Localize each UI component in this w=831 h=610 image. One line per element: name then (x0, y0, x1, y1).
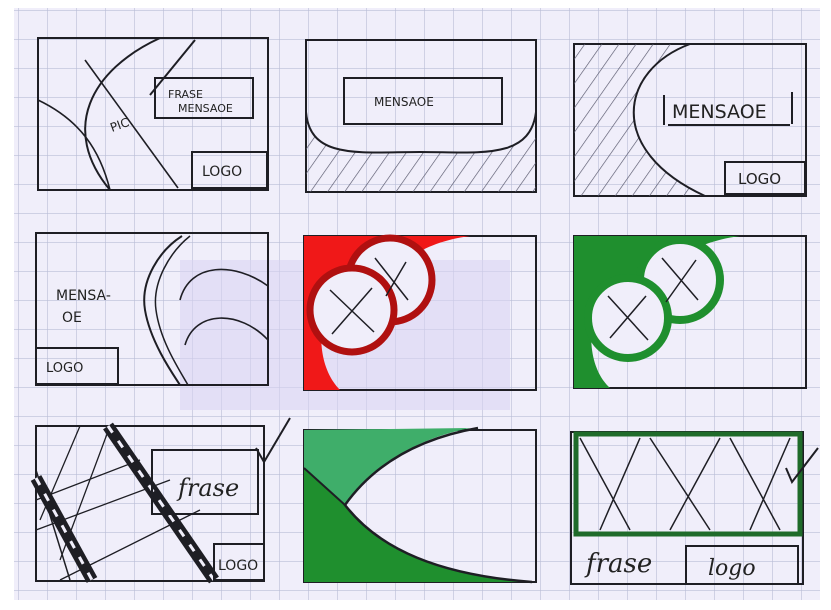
sketch-1-phrase-line2: MENSAOE (178, 102, 233, 115)
sketch-7-phrase: frase (176, 474, 239, 502)
sketch-1-phrase-line1: FRASE (168, 88, 203, 101)
sketch-7-logo: LOGO (218, 558, 258, 574)
sketch-4-logo: LOGO (46, 361, 83, 376)
sketch-1-logo: LOGO (202, 164, 242, 180)
sketch-9-logo: logo (708, 556, 756, 581)
sketch-3-message: MENSAOE (672, 101, 767, 123)
sketch-4-message-line2: OE (62, 310, 82, 326)
sketch-9-phrase: frase (584, 549, 652, 579)
sketch-4-message-line1: MENSA- (56, 288, 111, 304)
sketch-2-message: MENSAOE (374, 95, 434, 109)
sketch-3-logo: LOGO (738, 170, 781, 188)
